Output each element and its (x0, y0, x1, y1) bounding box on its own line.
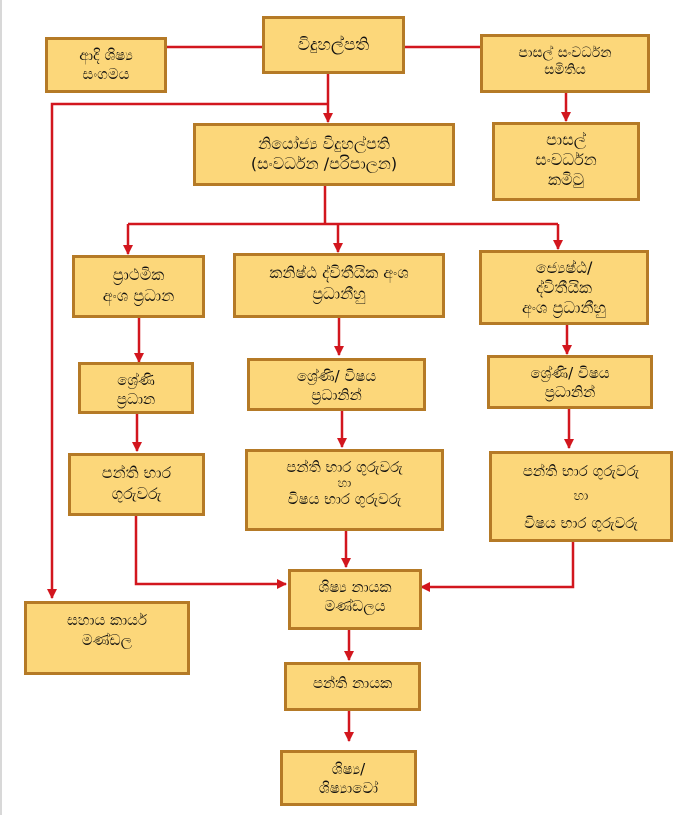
node-label-line: සංගමය (82, 65, 130, 83)
node-label-line: ජ්‍යෙෂ්ඨ/ (535, 258, 593, 277)
node-label-line: සංවර්ධන (535, 150, 597, 169)
node-label-line: ද්විතීයික (535, 278, 593, 297)
node-label-line: මණ්ඩල (81, 631, 133, 649)
node-label-line: සහාය කාර්ය (66, 611, 148, 629)
node-label-line: ප්‍රධානීහු (312, 284, 366, 303)
node-class-subject-teachers-junior: පන්ති භාර ගුරුවරු හා විෂය භාර ගුරුවරු (245, 449, 444, 531)
edge-classteachers-s-prefects (420, 541, 575, 592)
node-label-line: නියෝජ්‍ය විදුහල්පති (258, 134, 390, 153)
edge-deputy-branch (128, 186, 558, 226)
node-label-line: ශිෂ්‍යාවෝ (318, 779, 379, 797)
node-prefects-board: ශිෂ්‍ය නායක මණ්ඩලය (288, 569, 422, 630)
node-label-line: විෂය භාර ගුරුවරු (287, 490, 402, 508)
node-label-line: පන්ති භාර ගුරුවරු (522, 462, 640, 480)
node-senior-secondary-heads: ජ්‍යෙෂ්ඨ/ ද්විතීයික අංශ ප්‍රධානීහු (479, 250, 649, 325)
node-label-line: හා (337, 476, 352, 490)
node-grade-subject-heads-senior: ශ්‍රේණි/ විෂය ප්‍රධානින් (487, 355, 653, 409)
node-label-line: විදුහල්පති (297, 34, 370, 55)
node-school-development-society: පාසල් සංවර්ධන සමිතිය (480, 34, 650, 93)
node-junior-secondary-heads: කනිෂ්ඨ ද්විතීයික අංශ ප්‍රධානීහු (233, 253, 445, 318)
node-label-line: අංශ ප්‍රධානීහු (522, 298, 606, 317)
node-principal: විදුහල්පති (262, 16, 405, 74)
node-deputy-principal: නියෝජ්‍ය විදුහල්පති (සංවර්ධන /පරිපාලන) (193, 123, 455, 186)
node-label-line: ශ්‍රේණි (117, 371, 155, 389)
node-label-line: මණ්ඩලය (324, 597, 386, 615)
node-label-line: පන්ති නායක (312, 674, 393, 692)
node-label-line: ආදි ශිෂ්‍ය (79, 46, 133, 64)
node-label-line: අංශ ප්‍රධාන (102, 286, 175, 305)
edge-principal-support (47, 102, 328, 599)
node-label-line: කමිටු (547, 170, 584, 189)
node-label-line: පන්ති භාර ගුරුවරු (286, 458, 403, 476)
node-class-subject-teachers-senior: පන්ති භාර ගුරුවරු හා විෂය භාර ගුරුවරු (489, 451, 673, 542)
node-class-teachers-primary: පන්ති භාර ගුරුවරු (68, 453, 205, 516)
node-label-line: ප්‍රධාන (116, 390, 156, 408)
node-label-line: ශිෂ්‍ය නායක (318, 578, 392, 596)
node-label-line: පාසල් සංවර්ධන (518, 45, 612, 61)
node-label-line: කනිෂ්ඨ ද්විතීයික අංශ (269, 263, 409, 282)
edge-classteachers-p-prefects (134, 514, 287, 589)
node-grade-head: ශ්‍රේණි ප්‍රධාන (78, 362, 194, 414)
node-primary-section-head: ප්‍රාථමික අංශ ප්‍රධාන (72, 255, 205, 318)
node-label-line: ශ්‍රේණි/ විෂය (530, 364, 610, 382)
node-label-line: ගුරුවරු (111, 484, 162, 503)
node-students: ශිෂ්‍ය/ ශිෂ්‍යාවෝ (280, 750, 417, 806)
node-label-line: විෂය භාර ගුරුවරු (524, 514, 638, 532)
node-label-line: ප්‍රාථමික (112, 265, 165, 284)
node-label-line: (සංවර්ධන /පරිපාලන) (250, 154, 398, 173)
node-school-development-committee: පාසල් සංවර්ධන කමිටු (492, 122, 640, 201)
node-label-line: පාසල් (546, 130, 586, 149)
node-class-monitors: පන්ති නායක (284, 662, 421, 711)
node-label-line: පන්ති භාර (101, 463, 172, 482)
node-support-staff: සහාය කාර්ය මණ්ඩල (24, 601, 190, 675)
node-label-line: සමිතිය (544, 62, 586, 78)
node-label-line: ශිෂ්‍ය/ (331, 760, 366, 778)
node-label-line: ශ්‍රේණි/ විෂය (296, 367, 377, 385)
node-label-line: ප්‍රධානින් (311, 386, 362, 404)
node-alumni-association: ආදි ශිෂ්‍ය සංගමය (45, 37, 167, 93)
node-label-line: හා (573, 489, 589, 504)
node-label-line: ප්‍රධානින් (544, 383, 596, 401)
node-grade-subject-heads-junior: ශ්‍රේණි/ විෂය ප්‍රධානින් (247, 358, 426, 411)
